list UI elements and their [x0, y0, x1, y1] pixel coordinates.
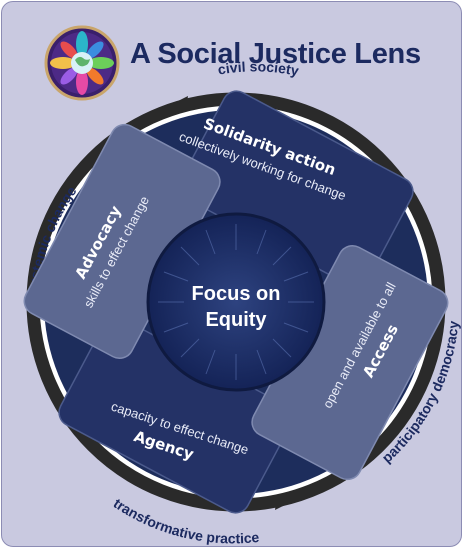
arrow-top-icon — [176, 96, 188, 110]
ring-label-top: civil society — [217, 58, 301, 79]
arrow-bottom-icon — [275, 496, 287, 510]
page-title: A Social Justice Lens — [130, 38, 421, 70]
center-label-line1: Focus on — [192, 283, 281, 305]
center-rays — [158, 224, 314, 380]
globe-hands-logo-icon — [44, 25, 120, 101]
center-label-line2: Equity — [205, 309, 267, 331]
